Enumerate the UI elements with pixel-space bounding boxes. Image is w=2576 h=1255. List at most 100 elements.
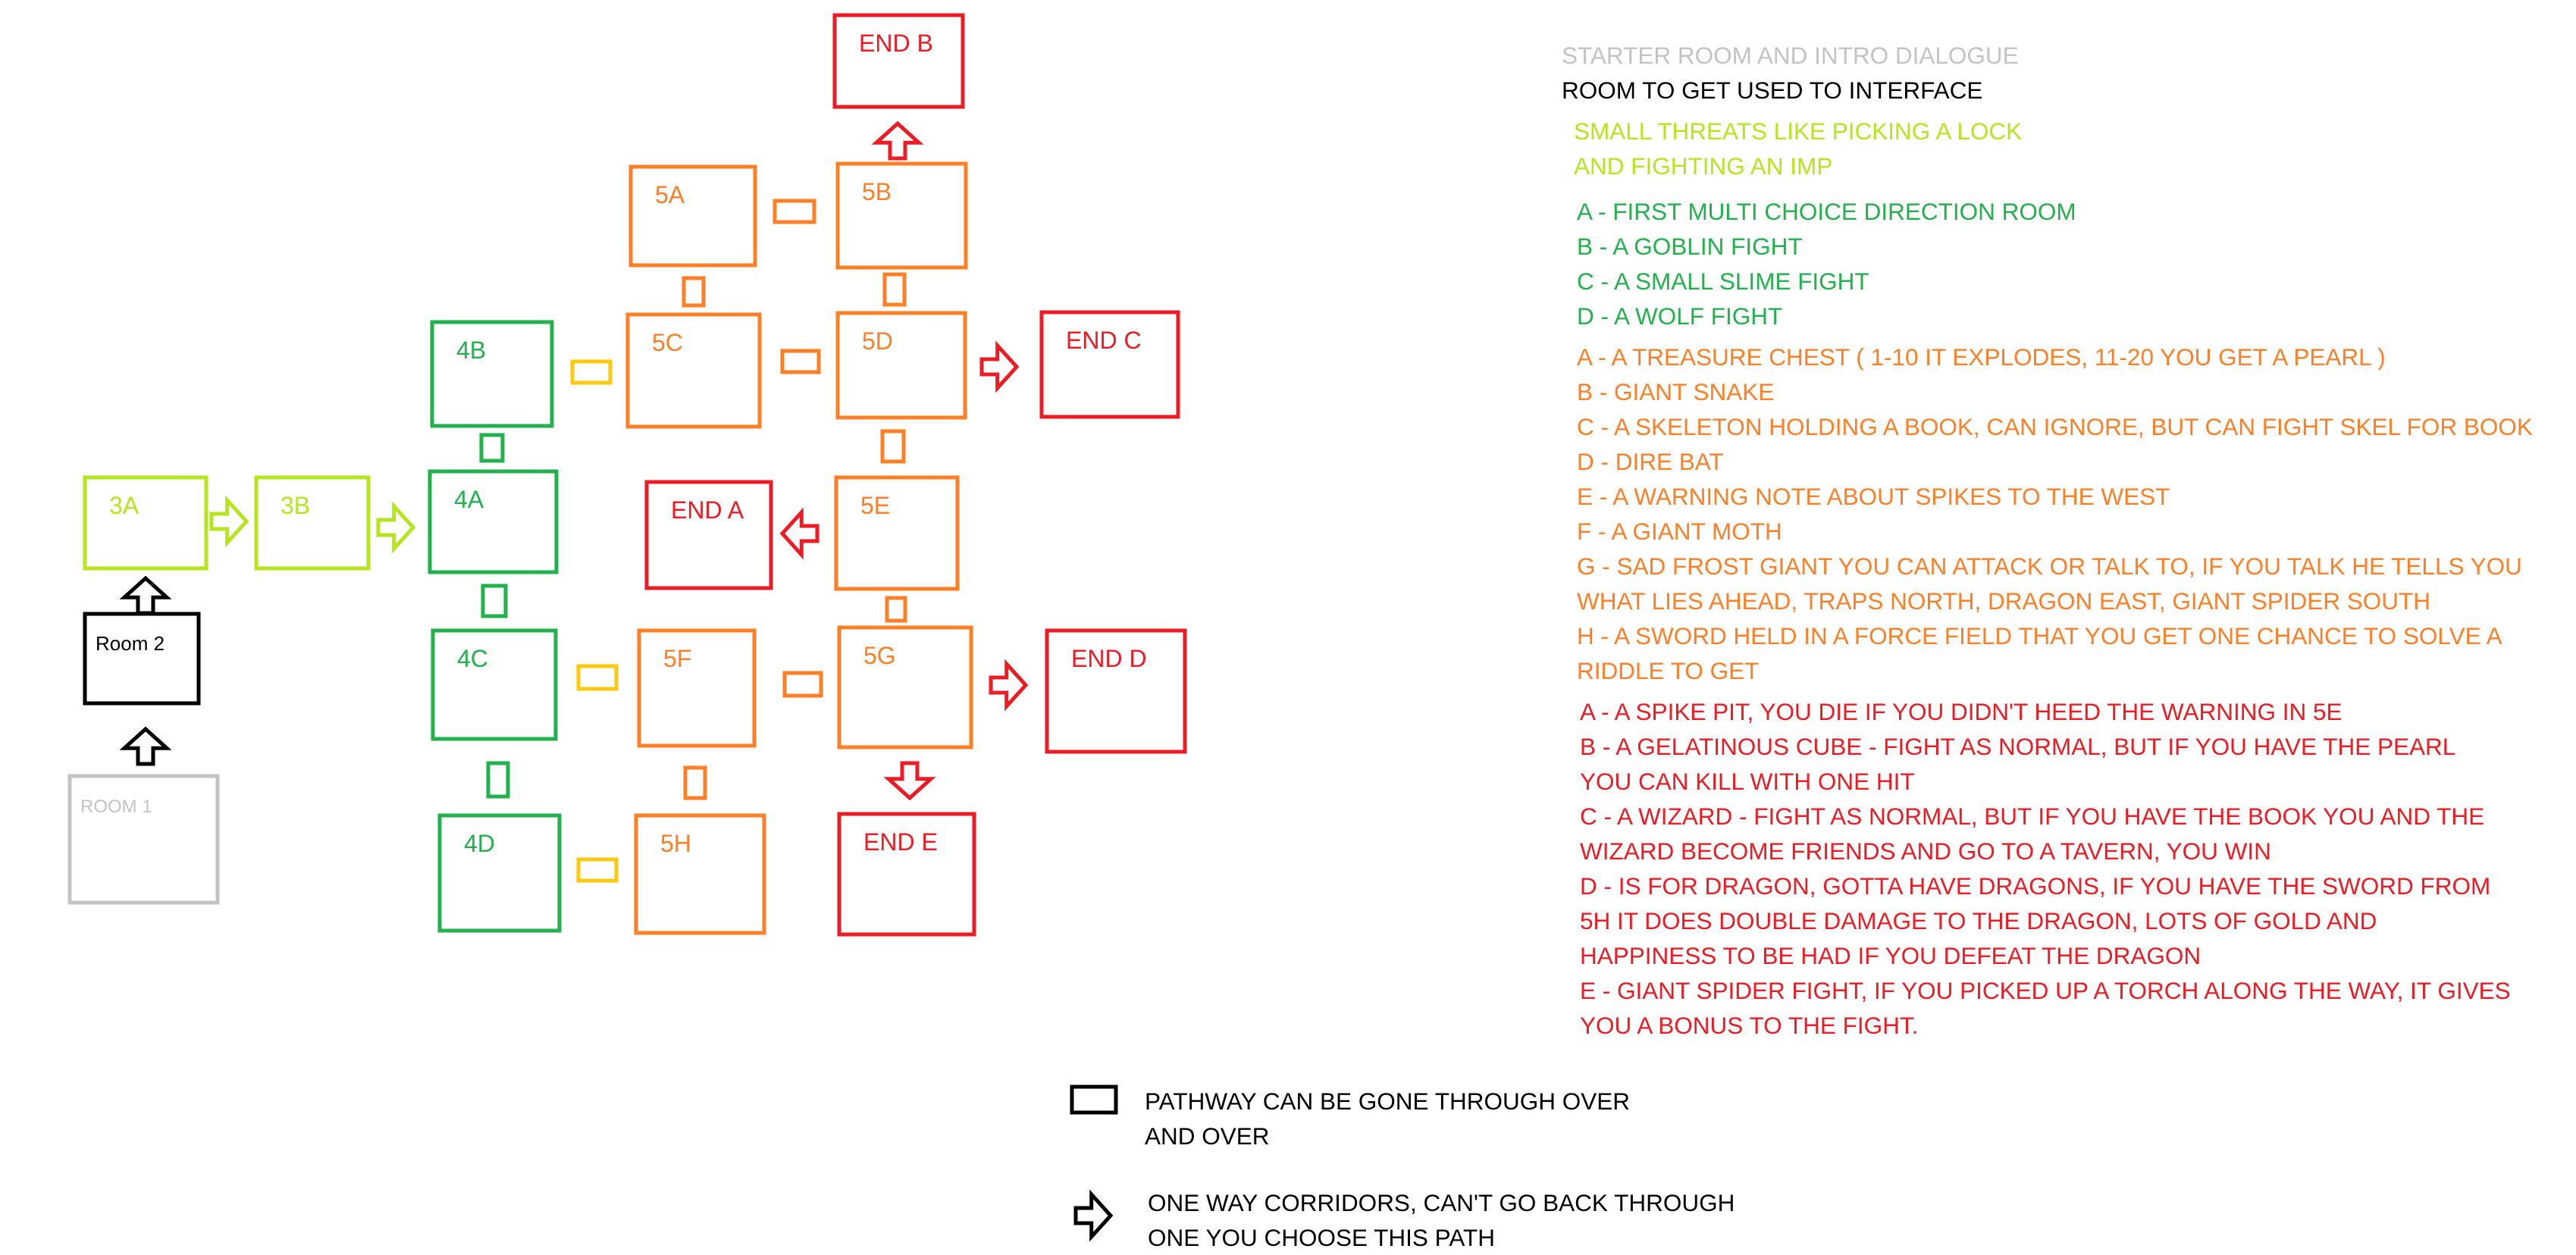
legend-end-line: C - A WIZARD - FIGHT AS NORMAL, BUT IF Y… <box>1580 803 2485 830</box>
room-5h: 5H <box>634 813 766 935</box>
legend-end-line: D - IS FOR DRAGON, GOTTA HAVE DRAGONS, I… <box>1580 872 2491 900</box>
room-ende: END E <box>837 812 976 937</box>
room-label: 5F <box>663 645 691 672</box>
one-way-arrow <box>779 507 819 560</box>
room-label: 4B <box>456 336 486 364</box>
one-way-arrow <box>883 761 936 801</box>
key-oneway-line: ONE YOU CHOOSE THIS PATH <box>1148 1224 1495 1251</box>
room-box <box>835 161 968 270</box>
one-way-arrow <box>209 495 249 548</box>
pathway-connector <box>486 761 510 799</box>
key-oneway-text: ONE WAY CORRIDORS, CAN'T GO BACK THROUGH… <box>1148 1185 1735 1255</box>
room-label: 3B <box>280 492 310 519</box>
legend-tier5-line: WHAT LIES AHEAD, TRAPS NORTH, DRAGON EAS… <box>1577 587 2431 615</box>
one-way-arrow <box>119 575 172 615</box>
legend-end-line: E - GIANT SPIDER FIGHT, IF YOU PICKED UP… <box>1580 977 2511 1004</box>
legend-end-line: YOU CAN KILL WITH ONE HIT <box>1580 768 1915 795</box>
legend-tier5-line: F - A GIANT MOTH <box>1577 518 1782 545</box>
room-endb: END B <box>832 13 965 109</box>
room-5e: 5E <box>834 475 960 591</box>
room-label: 5D <box>862 327 893 355</box>
legend-starter: STARTER ROOM AND INTRO DIALOGUE <box>1562 42 2019 69</box>
room-label: END B <box>859 30 933 57</box>
legend-small-threats-line: SMALL THREATS LIKE PICKING A LOCK <box>1574 117 2023 145</box>
room-label: 4D <box>464 830 495 857</box>
room-box <box>431 628 558 741</box>
room-label: 5C <box>652 329 683 356</box>
room-4a: 4A <box>428 469 559 574</box>
key-pathway-text: PATHWAY CAN BE GONE THROUGH OVER AND OVE… <box>1145 1084 1630 1153</box>
legend-tier4-line: C - A SMALL SLIME FIGHT <box>1577 268 1869 295</box>
legend-ends: A - A SPIKE PIT, YOU DIE IF YOU DIDN'T H… <box>1562 694 2562 1043</box>
room-box <box>637 628 757 748</box>
pathway-connector <box>882 272 907 307</box>
room-room1: ROOM 1 <box>67 774 220 905</box>
legend-tier5-line: D - DIRE BAT <box>1577 448 1724 475</box>
room-label: ROOM 1 <box>80 797 152 817</box>
one-way-arrow <box>989 659 1029 712</box>
room-box <box>628 164 757 268</box>
room-box <box>625 312 762 429</box>
legend-tier5-line: E - A WARNING NOTE ABOUT SPIKES TO THE W… <box>1577 483 2170 510</box>
legend-tier5-line: C - A SKELETON HOLDING A BOOK, CAN IGNOR… <box>1577 413 2533 440</box>
room-4b: 4B <box>430 320 554 428</box>
room-box <box>83 475 208 571</box>
room-box <box>254 475 371 571</box>
room-5b: 5B <box>835 161 968 270</box>
room-label: 4C <box>457 645 488 672</box>
legend-tier5-line: RIDDLE TO GET <box>1577 657 1760 684</box>
room-label: END A <box>671 496 744 524</box>
room-5a: 5A <box>628 164 757 268</box>
room-label: 5H <box>660 830 691 857</box>
legend-tier5-line: H - A SWORD HELD IN A FORCE FIELD THAT Y… <box>1577 622 2502 649</box>
legend-interface: ROOM TO GET USED TO INTERFACE <box>1562 77 1983 104</box>
pathway-connector <box>885 596 907 623</box>
room-box <box>1045 628 1187 754</box>
legend-small-threats-line: AND FIGHTING AN IMP <box>1574 152 1833 180</box>
pathway-connector <box>576 664 619 691</box>
legend-end-line: WIZARD BECOME FRIENDS AND GO TO A TAVERN… <box>1580 837 2271 865</box>
room-box <box>837 625 973 750</box>
pathway-connector <box>683 765 707 800</box>
legend-key-symbols <box>1070 1084 1118 1242</box>
key-oneway-symbol <box>1073 1189 1114 1242</box>
pathway-connector <box>479 433 505 463</box>
key-oneway-line: ONE WAY CORRIDORS, CAN'T GO BACK THROUGH <box>1148 1189 1735 1216</box>
pathway-connector <box>682 276 706 308</box>
legend-end-line: A - A SPIKE PIT, YOU DIE IF YOU DIDN'T H… <box>1580 698 2343 725</box>
pathway-connector <box>481 584 508 618</box>
pathway-connector <box>772 199 816 224</box>
room-label: END E <box>863 828 938 856</box>
room-label: 5G <box>863 642 896 669</box>
legend-tier5-line: A - A TREASURE CHEST ( 1-10 IT EXPLODES,… <box>1577 343 2386 371</box>
room-label: END C <box>1066 327 1142 354</box>
links-layer <box>119 120 1029 883</box>
legend-end-line: B - A GELATINOUS CUBE - FIGHT AS NORMAL,… <box>1580 733 2456 760</box>
pathway-connector <box>880 429 906 464</box>
one-way-arrow <box>376 501 416 554</box>
key-pathway-symbol <box>1070 1084 1118 1115</box>
room-enda: END A <box>644 480 773 590</box>
room-5d: 5D <box>835 311 967 420</box>
one-way-arrow <box>119 726 172 766</box>
room-box <box>67 774 220 905</box>
legend-tier5-line: B - GIANT SNAKE <box>1577 378 1775 405</box>
one-way-arrow <box>979 340 1020 393</box>
room-box <box>837 812 976 937</box>
legend-tier5: A - A TREASURE CHEST ( 1-10 IT EXPLODES,… <box>1562 340 2562 688</box>
pathway-connector <box>782 671 823 698</box>
rooms-layer: ROOM 1 Room 2 3A 3B 4A 4B 4C 4D 5A 5B 5C 5D 5E 5F 5G 5H… <box>67 13 1187 937</box>
room-room2: Room 2 <box>83 612 201 706</box>
room-5c: 5C <box>625 312 762 429</box>
pathway-connector <box>780 349 821 374</box>
pathway-connector <box>570 359 613 385</box>
legend-tier4-line: D - A WOLF FIGHT <box>1577 302 1783 330</box>
room-label: 3A <box>109 492 139 519</box>
room-label: Room 2 <box>96 632 165 655</box>
pathway-connector <box>576 857 619 883</box>
room-box <box>835 311 967 420</box>
room-label: 5E <box>860 492 890 519</box>
room-box <box>644 480 773 590</box>
room-3b: 3B <box>254 475 371 571</box>
legend-tier4-line: B - A GOBLIN FIGHT <box>1577 233 1803 260</box>
